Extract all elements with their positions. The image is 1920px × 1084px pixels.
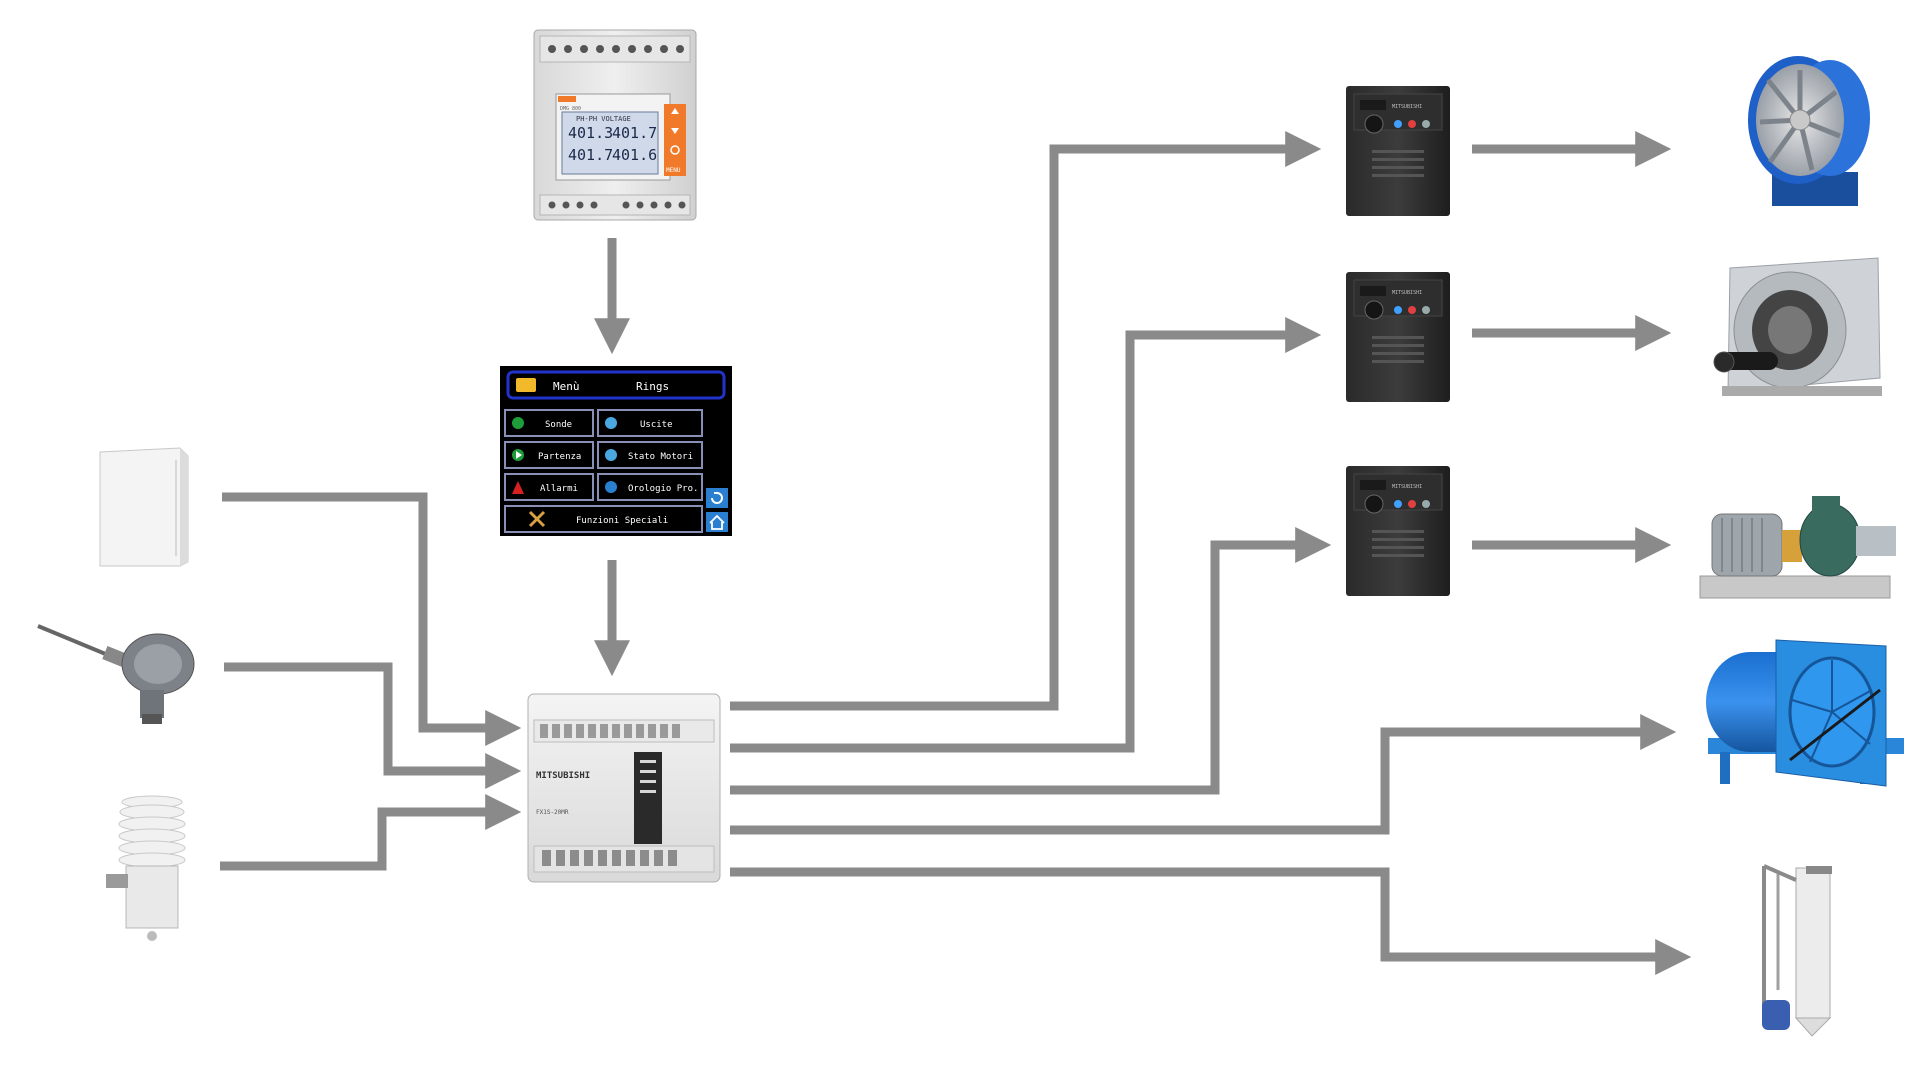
connection-arrows bbox=[220, 131, 1692, 975]
room-sensor-icon bbox=[99, 447, 189, 567]
hmi-button-grid: Sonde Uscite Partenza Stato Motori Allar… bbox=[504, 409, 703, 533]
hmi-panel-icon: Menù Rings Sonde Uscite Partenza Stato M… bbox=[500, 366, 732, 536]
arrow-plc-to-blower bbox=[730, 714, 1677, 835]
plc-model-label: FX1S-20MR bbox=[536, 809, 569, 816]
meter-reading-l1: 401.3 bbox=[568, 124, 613, 142]
meter-header-label: PH-PH VOLTAGE bbox=[576, 115, 631, 123]
arrow-plc-to-inverter-3 bbox=[730, 527, 1332, 795]
hmi-button-stato-motori[interactable]: Stato Motori bbox=[628, 452, 693, 462]
plc-brand-label: MITSUBISHI bbox=[536, 771, 590, 781]
probe-sensor-icon bbox=[37, 624, 195, 724]
meter-model-label: DMG 800 bbox=[560, 106, 581, 112]
hmi-button-allarmi[interactable]: Allarmi bbox=[540, 484, 578, 494]
inverter-2: MITSUBISHI bbox=[1346, 272, 1450, 402]
plc-icon: MITSUBISHI FX1S-20MR bbox=[527, 693, 721, 883]
hmi-title-right: Rings bbox=[636, 380, 669, 393]
inverter-1: MITSUBISHI bbox=[1346, 86, 1450, 216]
inverter-icon: MITSUBISHI MITSUBISHI MITSUBISHI bbox=[1346, 86, 1450, 596]
hmi-button-sonde[interactable]: Sonde bbox=[545, 420, 572, 430]
inverter-3-brand: MITSUBISHI bbox=[1392, 484, 1422, 490]
hmi-button-funzioni-speciali[interactable]: Funzioni Speciali bbox=[576, 516, 668, 526]
hmi-back-icon[interactable] bbox=[706, 488, 728, 508]
axial-fan-icon bbox=[1748, 56, 1870, 206]
meter-reading-avg: 401.6 bbox=[612, 146, 657, 164]
meter-reading-l2: 401.7 bbox=[612, 124, 657, 142]
dust-collector-icon bbox=[1762, 864, 1832, 1037]
inverter-3: MITSUBISHI bbox=[1346, 466, 1450, 596]
arrow-plc-to-inverter-2 bbox=[730, 317, 1322, 753]
arrow-room-sensor-to-plc bbox=[222, 492, 522, 746]
meter-reading-l3: 401.7 bbox=[568, 146, 613, 164]
hmi-button-uscite[interactable]: Uscite bbox=[640, 420, 673, 430]
weather-sensor-icon bbox=[106, 795, 186, 941]
arrow-plc-to-inverter-1 bbox=[730, 131, 1322, 711]
centrifugal-fan-icon bbox=[1713, 257, 1882, 396]
inverter-1-brand: MITSUBISHI bbox=[1392, 104, 1422, 110]
hmi-title: Menù bbox=[553, 380, 580, 393]
hmi-button-partenza[interactable]: Partenza bbox=[538, 452, 581, 462]
arrow-plc-to-dust-collector bbox=[730, 867, 1692, 975]
pump-motor-icon bbox=[1699, 496, 1896, 599]
arrow-weather-sensor-to-plc bbox=[220, 794, 522, 871]
hmi-button-orologio[interactable]: Orologio Pro. bbox=[628, 484, 698, 494]
energy-meter-icon: DMG 800 PH-PH VOLTAGE 401.3 401.7 401.7 … bbox=[533, 29, 697, 221]
meter-menu-label: MENU bbox=[666, 167, 681, 174]
blower-icon bbox=[1706, 639, 1904, 787]
inverter-2-brand: MITSUBISHI bbox=[1392, 290, 1422, 296]
arrow-probe-sensor-to-plc bbox=[224, 662, 522, 789]
